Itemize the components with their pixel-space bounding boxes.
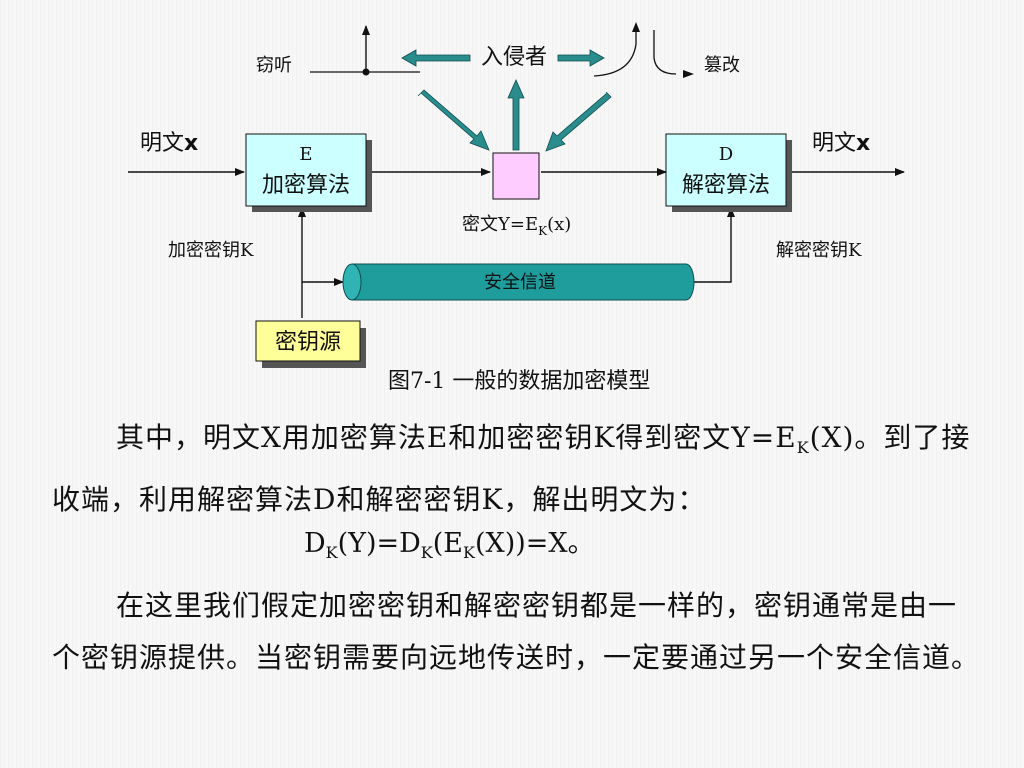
key-source-box: 密钥源 xyxy=(255,320,366,368)
eavesdrop-tap xyxy=(310,25,420,76)
encryption-model-diagram: E 加密算法 D 解密算法 明文x 明文x 密文Y=EK(x) 加密密钥K 解密… xyxy=(128,22,905,394)
dec-box-label: 解密算法 xyxy=(682,173,770,198)
attack-arrow-up xyxy=(507,79,525,151)
paragraph-1-part-a: 其中，明文X用加密算法E和加密密钥K得到密文Y=E xyxy=(116,421,797,454)
dec-box-letter: D xyxy=(719,144,733,165)
ciphertext-box xyxy=(492,152,540,200)
paragraph-1-part-b: (X)。到了接收端，利用解密算法D和解密密钥K，解出明文为： xyxy=(52,421,971,516)
secure-channel: 安全信道 xyxy=(342,263,695,301)
enc-key-label: 加密密钥K xyxy=(168,240,254,261)
tamper-right-arrowhead xyxy=(683,70,694,78)
tamper-up-arrowhead xyxy=(632,22,640,32)
tamper-label: 篡改 xyxy=(704,54,740,76)
intruder-label: 入侵者 xyxy=(481,45,547,70)
ciphertext-label: 密文Y=EK(x) xyxy=(462,214,571,238)
intruder-left-arrow xyxy=(401,49,471,67)
encryption-box: E 加密算法 xyxy=(245,133,372,212)
paragraph-2-text: 在这里我们假定加密密钥和解密密钥都是一样的，密钥通常是由一个密钥源提供。当密钥需… xyxy=(52,589,981,674)
paragraph-1: 其中，明文X用加密算法E和加密密钥K得到密文Y=EK(X)。到了接收端，利用解密… xyxy=(52,412,982,526)
eavesdrop-label: 窃听 xyxy=(256,55,292,76)
channel-to-dec-line xyxy=(692,207,735,283)
tamper-path xyxy=(593,26,677,77)
enc-box-label: 加密算法 xyxy=(262,173,350,198)
paragraph-2: 在这里我们假定加密密钥和解密密钥都是一样的，密钥通常是由一个密钥源提供。当密钥需… xyxy=(52,580,982,684)
decryption-box: D 解密算法 xyxy=(665,133,792,212)
secure-channel-label: 安全信道 xyxy=(484,272,556,293)
enc-box-letter: E xyxy=(299,144,312,165)
attack-arrow-right xyxy=(545,91,612,152)
figure-caption: 图7-1 一般的数据加密模型 xyxy=(388,369,650,394)
dec-key-label: 解密密钥K xyxy=(776,240,862,261)
plaintext-right-label: 明文x xyxy=(812,131,870,156)
key-source-label: 密钥源 xyxy=(275,330,341,355)
plaintext-left-label: 明文x xyxy=(140,131,198,156)
intruder-right-arrow xyxy=(557,49,605,67)
paragraph-1-subscript: K xyxy=(796,438,810,457)
attack-arrow-left xyxy=(417,89,490,151)
decryption-formula: DK(Y)=DK(EK(X))=X。 xyxy=(304,528,595,562)
